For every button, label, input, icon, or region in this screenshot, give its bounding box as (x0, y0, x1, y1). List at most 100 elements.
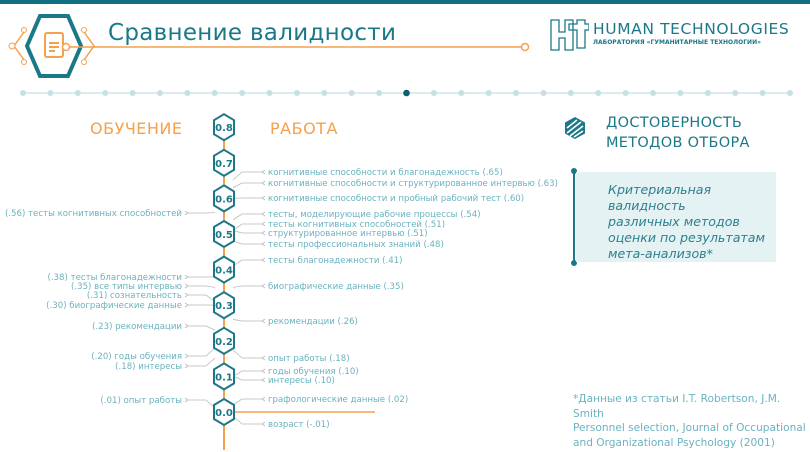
tick-label: 0.8 (215, 123, 233, 134)
left-method-label: (.31) сознательность (87, 291, 182, 301)
tick-hexagon (213, 397, 235, 427)
nav-dot[interactable] (266, 90, 273, 96)
right-method-label: тесты профессиональных знаний (.48) (268, 240, 444, 250)
leader-line (232, 230, 266, 236)
nav-dot[interactable] (704, 90, 711, 96)
description-box: Критериальная валидность различных метод… (576, 172, 776, 262)
top-bar (0, 0, 810, 4)
right-method-label: интересы (.10) (268, 376, 335, 386)
nav-dot[interactable] (595, 90, 602, 96)
tick-hexagon (213, 113, 235, 142)
tick-hexagon (213, 362, 235, 391)
page-title: Сравнение валидности (108, 20, 397, 46)
leader-line (232, 368, 266, 377)
nav-dot[interactable] (540, 90, 547, 96)
nav-dot[interactable] (20, 90, 26, 96)
nav-dot[interactable] (759, 90, 766, 96)
footnote: *Данные из статьи I.T. Robertson, J.M. S… (573, 392, 810, 450)
leader-line (232, 318, 266, 324)
footnote-line: *Данные из статьи I.T. Robertson, J.M. S… (573, 393, 781, 420)
nav-dot[interactable] (184, 90, 191, 96)
nav-dot[interactable] (677, 90, 684, 96)
description-line: оценки по результатам (608, 230, 765, 245)
nav-dot[interactable] (239, 90, 246, 96)
right-method-label: когнитивные способности и структурирован… (268, 179, 558, 189)
tick-hexagon (213, 148, 235, 177)
left-heading: ОБУЧЕНИЕ (90, 119, 183, 138)
leader-line (232, 415, 266, 427)
header-decoration (8, 14, 530, 78)
leader-line (232, 283, 266, 289)
leader-line (184, 210, 216, 216)
right-method-label: возраст (-.01) (268, 420, 330, 430)
nav-dot[interactable] (458, 90, 465, 96)
left-method-label: (.01) опыт работы (100, 396, 182, 406)
nav-dot[interactable] (430, 90, 437, 96)
leader-line (232, 221, 266, 231)
nav-dot[interactable] (156, 90, 163, 96)
nav-dot[interactable] (650, 90, 657, 96)
right-heading: РАБОТА (270, 119, 338, 138)
leader-line (232, 180, 266, 189)
left-method-label: (.20) годы обучения (91, 352, 182, 362)
right-method-label: тесты когнитивных способностей (.51) (268, 220, 445, 230)
right-method-label: структурированное интервью (.51) (268, 229, 428, 239)
panel-title-line: МЕТОДОВ ОТБОРА (606, 135, 750, 151)
nav-dot[interactable] (211, 90, 218, 96)
description-line: мета-анализов* (608, 246, 713, 261)
nav-dot[interactable] (787, 90, 793, 96)
nav-dot[interactable] (102, 90, 109, 96)
leader-line (184, 302, 216, 308)
tick-hexagon (213, 291, 235, 320)
panel-title-line: ДОСТОВЕРНОСТЬ (606, 115, 743, 131)
nav-dot-active[interactable] (403, 89, 410, 97)
document-hex-icon (8, 14, 95, 78)
nav-dot[interactable] (732, 90, 739, 96)
leader-line (184, 357, 216, 369)
leader-line (232, 240, 266, 247)
stripes-hex-icon (565, 117, 585, 139)
right-method-label: когнитивные способности и пробный рабочи… (268, 194, 524, 204)
tick-label: 0.7 (215, 159, 233, 170)
leader-line (232, 376, 266, 383)
nav-dot[interactable] (321, 90, 328, 96)
leader-line (184, 292, 216, 302)
tick-label: 0.2 (215, 337, 233, 348)
panel-accent-line (573, 170, 575, 264)
nav-dot[interactable] (622, 90, 629, 96)
company-logo: HUMAN TECHNOLOGIES ЛАБОРАТОРИЯ «ГУМАНИТА… (549, 18, 789, 56)
nav-dot[interactable] (348, 90, 355, 96)
nav-dot[interactable] (129, 90, 136, 96)
nav-dot[interactable] (376, 90, 383, 96)
tick-label: 0.5 (215, 230, 233, 241)
left-method-label: (.38) тесты благонадежности (47, 273, 182, 283)
nav-dot[interactable] (47, 90, 54, 96)
panel-title: ДОСТОВЕРНОСТЬ МЕТОДОВ ОТБОРА (606, 113, 750, 153)
tick-label: 0.4 (215, 266, 233, 277)
tick-label: 0.0 (215, 408, 233, 419)
leader-line (184, 274, 216, 280)
nav-dot[interactable] (293, 90, 300, 96)
logo-subtitle: ЛАБОРАТОРИЯ «ГУМАНИТАРНЫЕ ТЕХНОЛОГИИ» (593, 39, 761, 46)
right-method-label: тесты благонадежности (.41) (268, 256, 403, 266)
leader-line (232, 211, 266, 221)
tick-label: 0.6 (215, 194, 233, 205)
leader-line (232, 169, 266, 181)
validity-diagram: когнитивные способности и благонадежност… (5, 113, 558, 450)
leader-line (232, 257, 266, 267)
right-method-label: годы обучения (.10) (268, 367, 359, 377)
left-method-label: (.30) биографические данные (46, 301, 182, 311)
slide-navigation (20, 89, 793, 97)
tick-hexagon (213, 255, 235, 284)
nav-dot[interactable] (74, 90, 81, 96)
accent-dot (571, 260, 577, 266)
nav-dot[interactable] (513, 90, 520, 96)
leader-line (232, 349, 266, 361)
nav-dot[interactable] (567, 90, 574, 96)
right-method-label: когнитивные способности и благонадежност… (268, 168, 503, 178)
nav-dot[interactable] (485, 90, 492, 96)
tick-hexagon (213, 184, 235, 213)
right-method-label: рекомендации (.26) (268, 317, 358, 327)
tick-label: 0.1 (215, 372, 233, 383)
left-method-label: (.56) тесты когнитивных способностей (5, 209, 182, 219)
